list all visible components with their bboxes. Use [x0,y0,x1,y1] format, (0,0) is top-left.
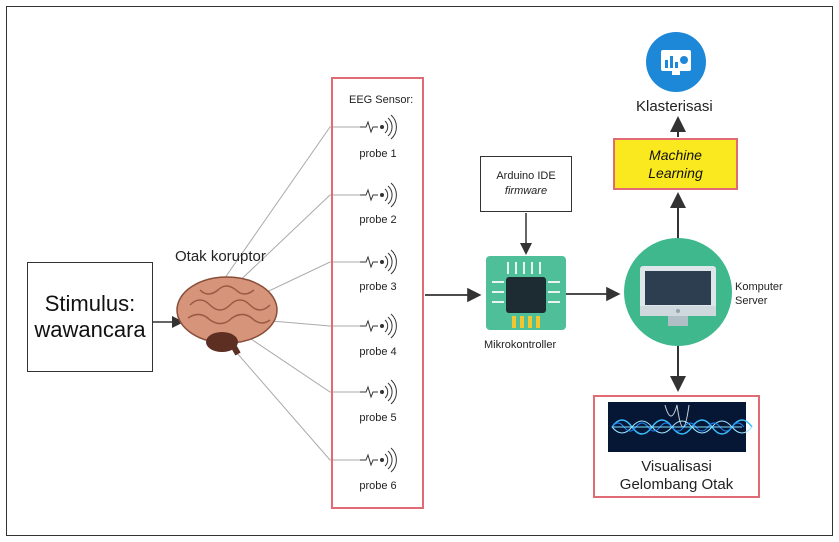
probe-label-5: probe 5 [359,412,397,424]
monitor-icon [624,238,732,346]
dashboard-chart-icon [646,32,706,92]
probe-label-2: probe 2 [359,214,397,226]
brain-label: Otak koruptor [175,248,266,265]
brainwave-image [608,402,753,452]
visualization-label: Visualisasi Gelombang Otak [593,458,760,494]
server-label: Komputer Server [735,281,783,307]
probe-sensor-3 [360,249,397,275]
eeg-sensor-box [331,77,424,509]
ml-line2: Learning [648,165,703,181]
ml-line1: Machine [649,147,702,163]
probe-sensor-5 [360,379,397,405]
visualization-line1: Visualisasi [641,458,712,475]
clustering-label: Klasterisasi [636,98,713,115]
chip-icon [486,256,566,330]
arduino-line1: Arduino IDE [496,170,556,182]
machine-learning-box: Machine Learning [613,138,738,190]
stimulus-line1: Stimulus: [44,291,136,316]
probe-label-6: probe 6 [359,480,397,492]
probe-sensor-1 [360,114,397,140]
probe-label-1: probe 1 [359,148,397,160]
arduino-line2: firmware [504,185,548,197]
stimulus-line2: wawancara [34,317,146,342]
visualization-box [593,395,760,498]
microcontroller-label: Mikrokontroller [484,339,557,351]
probe-sensor-6 [360,447,397,473]
eeg-sensor-title: EEG Sensor: [349,94,414,106]
stimulus-box: Stimulus: wawancara [27,262,153,372]
probe-sensor-2 [360,182,397,208]
probe-label-4: probe 4 [359,346,397,358]
visualization-line2: Gelombang Otak [619,476,734,493]
probe-sensor-4 [360,313,397,339]
brain-icon [176,276,278,356]
probe-label-3: probe 3 [359,281,397,293]
probe-leads [219,126,360,461]
arduino-ide-box: Arduino IDE firmware [480,156,572,212]
